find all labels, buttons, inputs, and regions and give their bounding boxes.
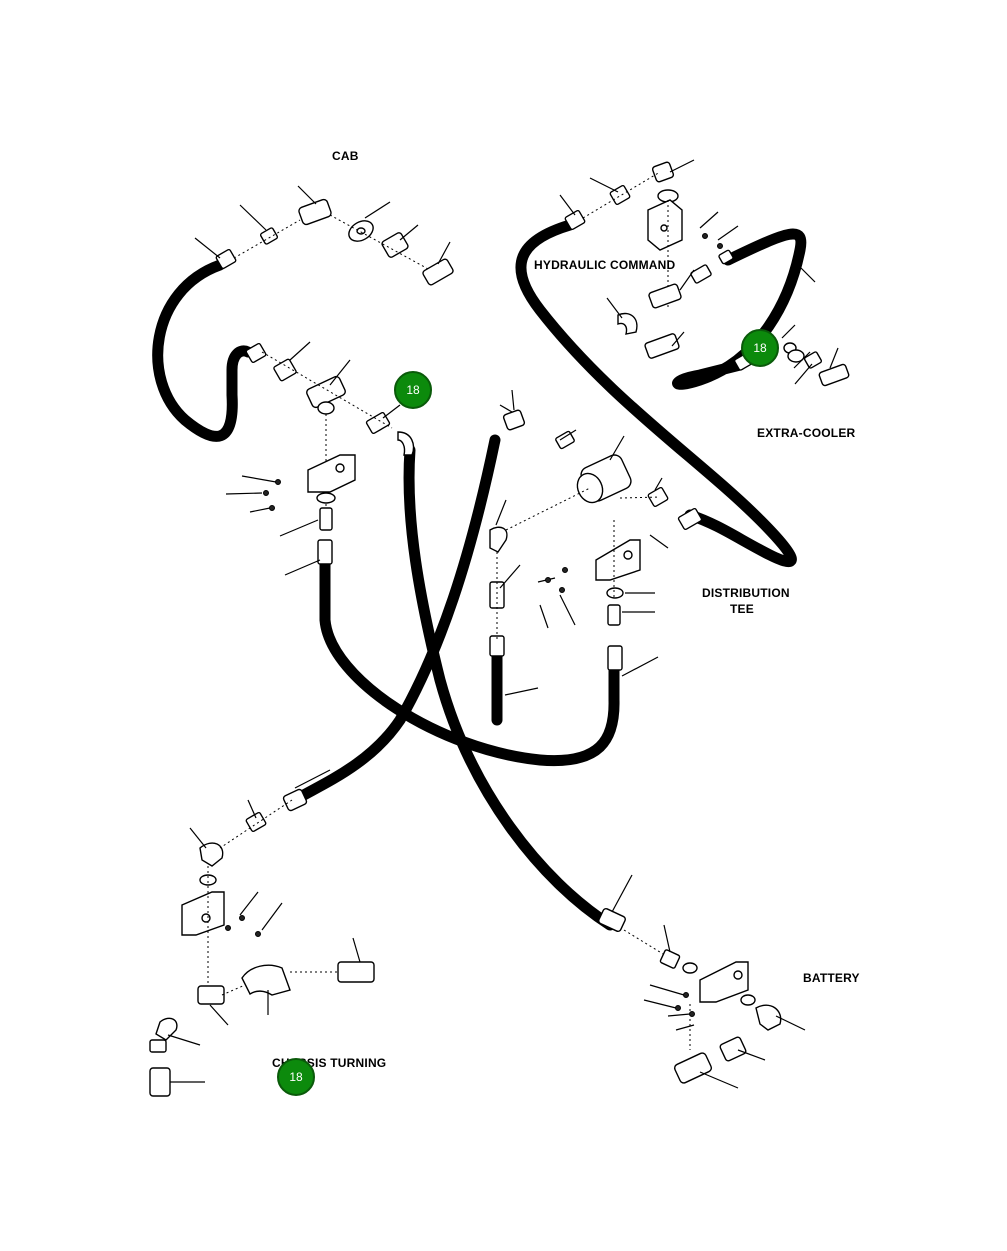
hose-u-bottom xyxy=(319,554,620,767)
label-extra-cooler: EXTRA-COOLER xyxy=(757,426,856,440)
label-distribution-tee-line2: TEE xyxy=(730,602,754,616)
extra-cooler-fittings xyxy=(718,249,850,387)
label-cab: CAB xyxy=(332,149,359,163)
cab-fittings xyxy=(194,185,454,286)
label-distribution-tee-line1: DISTRIBUTION xyxy=(702,586,790,600)
hose-extra-cooler xyxy=(672,228,807,390)
hose-center-cross xyxy=(289,434,501,806)
cab-tee-group xyxy=(225,341,415,576)
callout-18-extra-cooler[interactable]: 18 xyxy=(741,329,779,367)
hose-cab-loop xyxy=(152,259,254,442)
distribution-tee-fittings xyxy=(489,389,703,696)
hydraulic-command-fittings xyxy=(559,159,739,359)
callout-18-chassis-turning[interactable]: 18 xyxy=(277,1058,315,1096)
label-hydraulic-command: HYDRAULIC COMMAND xyxy=(534,258,676,272)
hose-center-long xyxy=(403,444,616,931)
callout-18-top-center[interactable]: 18 xyxy=(394,371,432,409)
label-battery: BATTERY xyxy=(803,971,860,985)
chassis-turning-fittings xyxy=(149,769,375,1097)
hose-hydraulic-command xyxy=(515,219,797,568)
battery-fittings xyxy=(598,874,806,1089)
